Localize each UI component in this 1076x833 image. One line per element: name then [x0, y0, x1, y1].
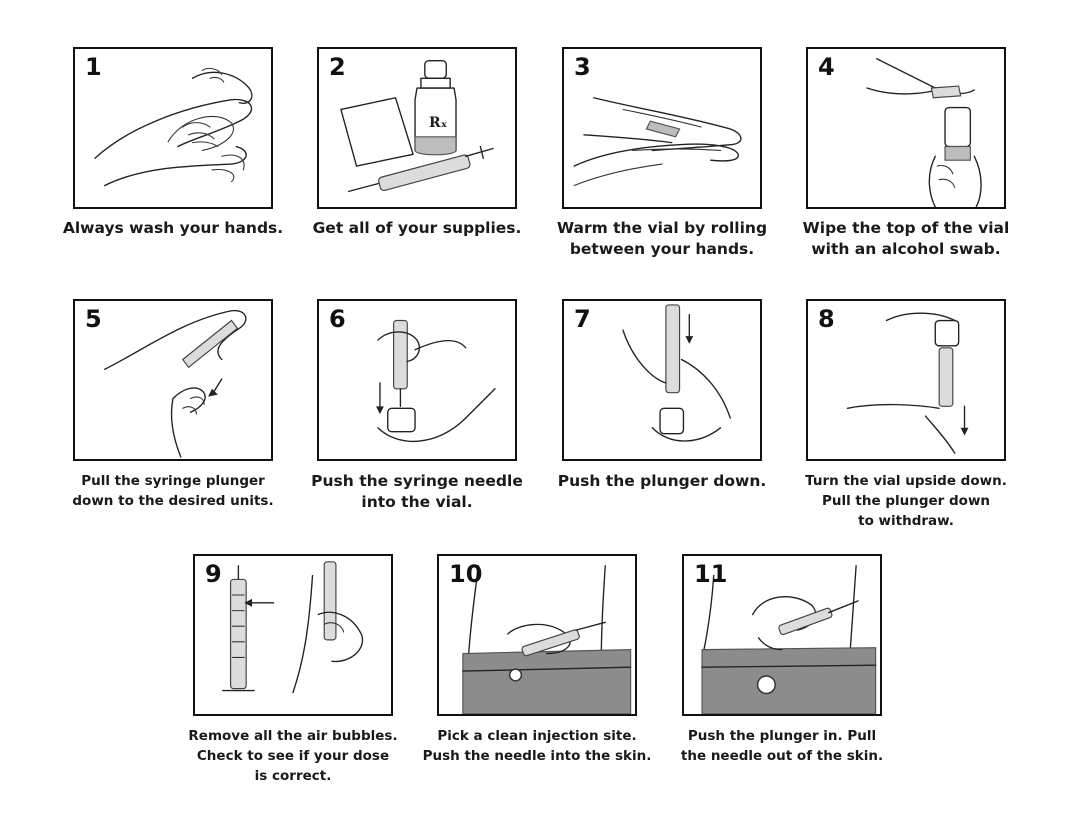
step-9-illustration: 9	[193, 554, 393, 716]
step-number: 4	[818, 53, 835, 81]
step-1-caption: Always wash your hands.	[53, 218, 293, 239]
step-number: 1	[85, 53, 102, 81]
caption-line: Get all of your supplies.	[312, 219, 522, 237]
step-number: 10	[449, 560, 483, 588]
step-9-caption: Remove all the air bubbles. Check to see…	[173, 726, 413, 786]
step-5-illustration: 5	[73, 299, 273, 461]
supplies-drawing	[340, 60, 494, 193]
step-6-caption: Push the syringe needle into the vial.	[297, 471, 537, 513]
inverted-vial-drawing	[846, 312, 969, 454]
needle-into-vial-drawing	[376, 319, 496, 443]
wiping-vial-drawing	[866, 58, 982, 207]
step-number: 5	[85, 305, 102, 333]
caption-line: Remove all the air bubbles.	[188, 728, 398, 744]
withdraw-needle-drawing	[701, 565, 877, 714]
step-10-caption: Pick a clean injection site. Push the ne…	[407, 726, 667, 766]
step-3-illustration: 3	[562, 47, 762, 209]
caption-line: the needle out of the skin.	[680, 748, 884, 764]
step-11-caption: Push the plunger in. Pull the needle out…	[652, 726, 912, 766]
caption-line: Warm the vial by rolling	[556, 219, 768, 237]
caption-line: Push the syringe needle	[311, 472, 523, 490]
step-2-illustration: 2 Rₓ	[317, 47, 517, 209]
step-number: 6	[329, 305, 346, 333]
step-number: 2	[329, 53, 346, 81]
step-number: 3	[574, 53, 591, 81]
step-7-illustration: 7	[562, 299, 762, 461]
step-7-caption: Push the plunger down.	[542, 471, 782, 492]
step-10-illustration: 10	[437, 554, 637, 716]
step-number: 9	[205, 560, 222, 588]
step-1-illustration: 1	[73, 47, 273, 209]
step-5-caption: Pull the syringe plunger down to the des…	[53, 471, 293, 511]
caption-line: is correct.	[254, 768, 332, 784]
caption-line: Push the needle into the skin.	[422, 748, 652, 764]
step-3-caption: Warm the vial by rolling between your ha…	[542, 218, 782, 260]
step-8-illustration: 8	[806, 299, 1006, 461]
washing-hands-drawing	[94, 67, 253, 187]
caption-line: between your hands.	[569, 240, 755, 258]
caption-line: Push the plunger in. Pull	[687, 728, 877, 744]
step-number: 8	[818, 305, 835, 333]
caption-line: Pick a clean injection site.	[437, 728, 637, 744]
caption-line: Pull the plunger down	[821, 493, 991, 509]
caption-line: Push the plunger down.	[557, 472, 767, 490]
caption-line: Turn the vial upside down.	[805, 473, 1007, 489]
caption-line: Pull the syringe plunger	[81, 473, 265, 489]
caption-line: to withdraw.	[858, 513, 954, 529]
step-11-illustration: 11	[682, 554, 882, 716]
vial-label: Rₓ	[429, 115, 448, 131]
pulling-plunger-drawing	[104, 309, 247, 458]
caption-line: down to the desired units.	[72, 493, 274, 509]
step-number: 7	[574, 305, 591, 333]
step-4-illustration: 4	[806, 47, 1006, 209]
caption-line: Check to see if your dose	[196, 748, 390, 764]
caption-line: with an alcohol swab.	[811, 240, 1001, 258]
step-4-caption: Wipe the top of the vial with an alcohol…	[786, 218, 1026, 260]
caption-line: into the vial.	[361, 493, 473, 511]
caption-line: Wipe the top of the vial	[802, 219, 1010, 237]
step-6-illustration: 6	[317, 299, 517, 461]
rolling-vial-drawing	[573, 97, 742, 187]
checking-dose-drawing	[222, 561, 364, 694]
step-2-caption: Get all of your supplies.	[297, 218, 537, 239]
step-number: 11	[694, 560, 728, 588]
injection-site-drawing	[462, 565, 632, 714]
caption-line: Always wash your hands.	[62, 219, 284, 237]
pushing-plunger-drawing	[622, 304, 731, 442]
step-8-caption: Turn the vial upside down. Pull the plun…	[786, 471, 1026, 531]
